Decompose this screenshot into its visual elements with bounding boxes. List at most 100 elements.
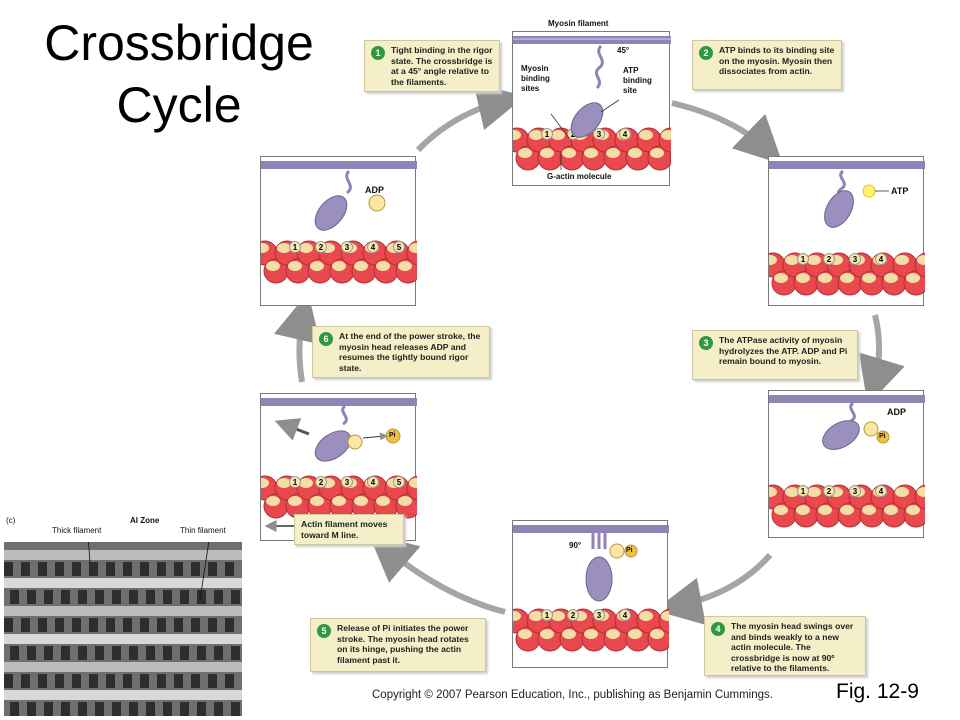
micrograph-band bbox=[4, 550, 242, 560]
caption-step-5: 5 Release of Pi initiates the power stro… bbox=[310, 618, 486, 672]
label-adp: ADP bbox=[365, 185, 385, 195]
micrograph-band bbox=[4, 578, 242, 588]
g-actin-highlight bbox=[628, 629, 642, 639]
swing-arrow bbox=[274, 418, 310, 441]
actin-number: 2 bbox=[319, 478, 324, 487]
actin-number-badge bbox=[797, 253, 809, 265]
g-actin-highlight bbox=[639, 130, 653, 140]
arrow-3-to-4 bbox=[654, 553, 773, 625]
g-actin-highlight bbox=[513, 130, 521, 140]
caption-step-6: 6 At the end of the power stroke, the my… bbox=[312, 326, 490, 378]
g-actin-highlight bbox=[796, 505, 810, 515]
micrograph-dark-patch bbox=[38, 562, 47, 576]
actin-number-badge bbox=[289, 241, 301, 253]
micrograph-band bbox=[4, 606, 242, 616]
micrograph-dark-patch bbox=[231, 646, 240, 660]
micrograph-dark-patch bbox=[106, 618, 115, 632]
g-actin-highlight bbox=[650, 629, 664, 639]
micrograph-dark-patch bbox=[72, 674, 81, 688]
actin-number-badge bbox=[341, 476, 353, 488]
micrograph-dark-patch bbox=[225, 562, 234, 576]
micrograph-dark-patch bbox=[140, 562, 149, 576]
micrograph-dark-patch bbox=[191, 674, 200, 688]
arrow-2-to-3 bbox=[858, 314, 905, 406]
micrograph-dark-patch bbox=[180, 590, 189, 604]
g-actin-highlight bbox=[551, 130, 565, 140]
actin-number-badge bbox=[593, 609, 605, 621]
label-g-actin: G-actin molecule bbox=[547, 172, 612, 181]
arrow-6-to-1 bbox=[415, 83, 526, 153]
micrograph-dark-patch bbox=[180, 646, 189, 660]
step-text-2: ATP binds to its binding site on the myo… bbox=[719, 45, 835, 76]
g-actin-highlight bbox=[562, 629, 576, 639]
g-actin-highlight bbox=[376, 261, 390, 271]
micrograph-dark-patch bbox=[21, 562, 30, 576]
micrograph-dark-patch bbox=[123, 674, 132, 688]
micrograph-dark-patch bbox=[72, 618, 81, 632]
g-actin-highlight bbox=[796, 273, 810, 283]
micrograph-dark-patch bbox=[4, 618, 13, 632]
micrograph-dark-patch bbox=[197, 590, 206, 604]
actin-number: 1 bbox=[545, 130, 550, 139]
actin-number-badge bbox=[823, 253, 835, 265]
g-actin-highlight bbox=[818, 505, 832, 515]
actin-number-badge bbox=[567, 609, 579, 621]
micrograph-dark-patch bbox=[225, 674, 234, 688]
adp-molecule bbox=[609, 543, 625, 559]
micrograph-dark-patch bbox=[208, 674, 217, 688]
micrograph-figure: (c) AI Zone Thick filament Thin filament bbox=[4, 512, 242, 716]
micrograph-dark-patch bbox=[27, 702, 36, 716]
micrograph-dark-patch bbox=[174, 618, 183, 632]
actin-number-badge bbox=[619, 128, 631, 140]
micrograph-dark-patch bbox=[208, 562, 217, 576]
actin-number-badge bbox=[367, 241, 379, 253]
micrograph-dark-patch bbox=[89, 674, 98, 688]
g-actin-highlight bbox=[299, 478, 313, 488]
adp-molecule bbox=[347, 434, 363, 450]
g-actin-highlight bbox=[884, 273, 898, 283]
g-actin-highlight bbox=[409, 478, 417, 488]
caption-step-2: 2 ATP binds to its binding site on the m… bbox=[692, 40, 842, 90]
g-actin-highlight bbox=[862, 505, 876, 515]
label-atp: ATP bbox=[891, 186, 909, 196]
micrograph-dark-patch bbox=[214, 590, 223, 604]
micrograph-dark-patch bbox=[129, 646, 138, 660]
myosin-head bbox=[314, 169, 352, 231]
micrograph-dark-patch bbox=[27, 590, 36, 604]
micrograph-dark-patch bbox=[44, 646, 53, 660]
micrograph-dark-patch bbox=[197, 702, 206, 716]
micrograph-dark-patch bbox=[95, 646, 104, 660]
caption-step-4: 4 The myosin head swings over and binds … bbox=[704, 616, 866, 676]
step-number-6: 6 bbox=[319, 332, 333, 346]
actin-number-badge bbox=[875, 253, 887, 265]
micrograph-zone-label: AI Zone bbox=[130, 516, 160, 525]
micrograph-dark-patch bbox=[61, 590, 70, 604]
micrograph-panel-label: (c) bbox=[6, 516, 16, 525]
label-myosin-filament: Myosin filament bbox=[548, 19, 609, 28]
actin-number: 3 bbox=[597, 611, 602, 620]
g-actin-highlight bbox=[354, 261, 368, 271]
g-actin-highlight bbox=[277, 243, 291, 253]
micrograph-thin-label: Thin filament bbox=[180, 526, 226, 535]
label-angle-45: 45° bbox=[617, 46, 630, 55]
g-actin-highlight bbox=[785, 487, 799, 497]
g-actin-highlight bbox=[409, 243, 417, 253]
micrograph-dark-patch bbox=[61, 646, 70, 660]
g-actin-highlight bbox=[310, 496, 324, 506]
micrograph-dark-patch bbox=[106, 562, 115, 576]
arrow-4-to-5 bbox=[368, 533, 506, 615]
actin-number: 1 bbox=[801, 487, 806, 496]
micrograph-dark-patch bbox=[208, 618, 217, 632]
micrograph-dark-patch bbox=[10, 646, 19, 660]
step-text-6: At the end of the power stroke, the myos… bbox=[339, 331, 481, 373]
g-actin-highlight bbox=[266, 261, 280, 271]
g-actin-highlight bbox=[661, 130, 671, 140]
